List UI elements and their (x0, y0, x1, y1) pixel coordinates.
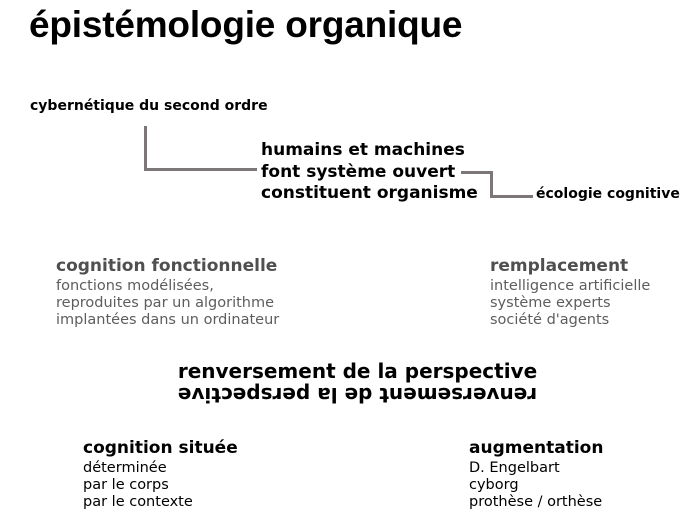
column-cognition-fonctionnelle-item: fonctions modélisées, (56, 278, 214, 294)
column-cognition-situee-heading: cognition située (83, 438, 238, 458)
column-cognition-fonctionnelle-heading: cognition fonctionnelle (56, 256, 278, 276)
page-title: épistémologie organique (29, 4, 463, 45)
column-remplacement-heading: remplacement (490, 256, 629, 276)
column-cognition-situee-item: déterminée (83, 460, 167, 476)
column-remplacement-item: intelligence artificielle (490, 278, 651, 294)
column-augmentation: augmentation D. Engelbart cyborg prothès… (469, 438, 603, 511)
connector-ecologie-horizontal-top (461, 171, 493, 174)
connector-cybernetique-vertical (144, 126, 147, 171)
node-central-line-1: humains et machines (261, 140, 465, 160)
node-central-line-2: font système ouvert (261, 161, 456, 182)
column-cognition-fonctionnelle-item: reproduites par un algorithme (56, 295, 275, 311)
node-humains-et-machines: humains et machines font système ouvert … (261, 140, 478, 205)
column-remplacement-item: société d'agents (490, 312, 610, 328)
node-ecologie-cognitive: écologie cognitive (536, 186, 680, 202)
column-augmentation-item: D. Engelbart (469, 460, 560, 476)
renversement-block: renversement de la perspective renversem… (175, 359, 540, 407)
column-remplacement: remplacement intelligence artificielle s… (490, 256, 650, 329)
column-cognition-situee-item: par le corps (83, 477, 169, 493)
renversement-line-flipped: renversement de la perspective (177, 383, 538, 407)
renversement-line-upright: renversement de la perspective (177, 359, 538, 383)
connector-cybernetique-horizontal (144, 168, 257, 171)
column-cognition-fonctionnelle: cognition fonctionnelle fonctions modéli… (56, 256, 279, 329)
column-augmentation-heading: augmentation (469, 438, 604, 458)
connector-ecologie-vertical (490, 171, 493, 198)
column-remplacement-item: système experts (490, 295, 611, 311)
column-cognition-fonctionnelle-item: implantées dans un ordinateur (56, 312, 280, 328)
connector-ecologie-horizontal-bottom (490, 195, 533, 198)
node-central-line-3: constituent organisme (261, 183, 478, 203)
node-cybernetique-second-ordre: cybernétique du second ordre (30, 98, 268, 114)
column-augmentation-item: prothèse / orthèse (469, 494, 603, 510)
column-augmentation-item: cyborg (469, 477, 519, 493)
column-cognition-situee: cognition située déterminée par le corps… (83, 438, 238, 511)
column-cognition-situee-item: par le contexte (83, 494, 193, 510)
